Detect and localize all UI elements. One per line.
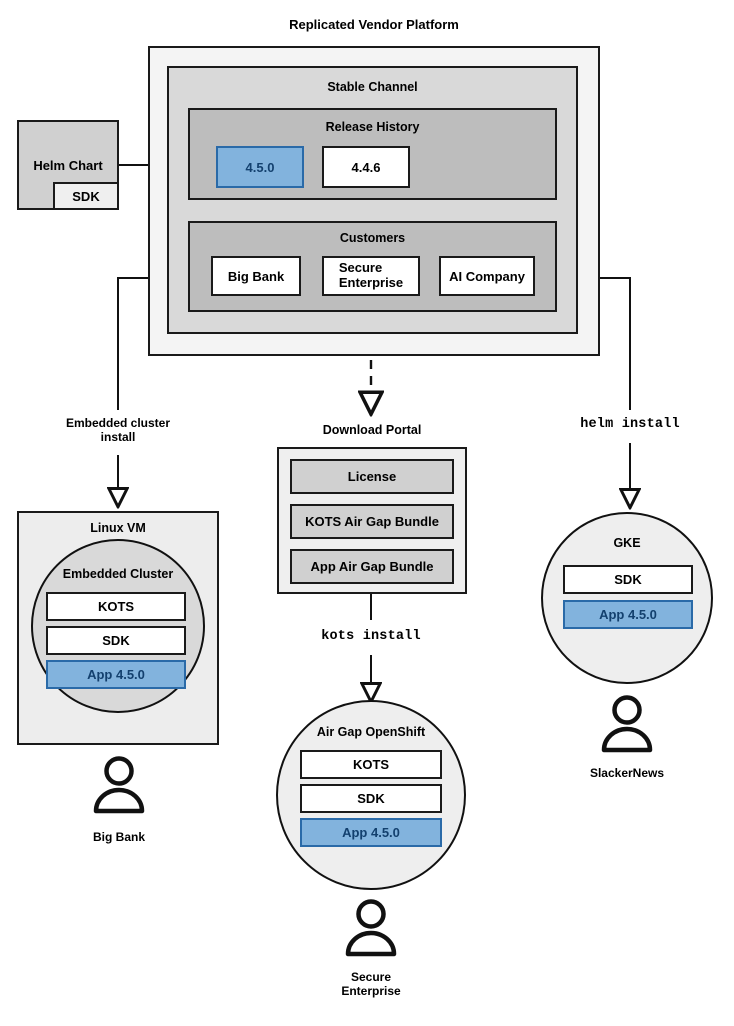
customers-title: Customers xyxy=(339,231,406,245)
edge-label-embedded-install: Embedded cluster install xyxy=(65,416,171,445)
customer-secure-enterprise[interactable]: Secure Enterprise xyxy=(322,256,420,296)
gke-component-sdk[interactable]: SDK xyxy=(563,565,693,594)
openshift-component-app[interactable]: App 4.5.0 xyxy=(300,818,442,847)
actor-icon-big-bank xyxy=(93,756,145,814)
release-history-title: Release History xyxy=(325,120,420,134)
customer-big-bank[interactable]: Big Bank xyxy=(211,256,301,296)
openshift-component-sdk[interactable]: SDK xyxy=(300,784,442,813)
linuxvm-component-kots[interactable]: KOTS xyxy=(46,592,186,621)
edge-label-kots-install: kots install xyxy=(321,629,421,644)
actor-label-slackernews: SlackerNews xyxy=(589,766,665,780)
portal-item-license[interactable]: License xyxy=(290,459,454,494)
release-chip-4-5-0[interactable]: 4.5.0 xyxy=(216,146,304,188)
helm-chart-label: Helm Chart xyxy=(33,158,103,173)
actor-icon-secure-enterprise xyxy=(345,899,397,957)
gke-circle xyxy=(541,512,713,684)
portal-item-kots-air-gap-bundle[interactable]: KOTS Air Gap Bundle xyxy=(290,504,454,539)
gke-component-app[interactable]: App 4.5.0 xyxy=(563,600,693,629)
actor-label-secure-enterprise: Secure Enterprise xyxy=(341,970,401,999)
airgap-openshift-title: Air Gap OpenShift xyxy=(316,725,426,739)
embedded-cluster-title: Embedded Cluster xyxy=(62,567,174,581)
linuxvm-component-sdk[interactable]: SDK xyxy=(46,626,186,655)
actor-icon-slackernews xyxy=(601,695,653,753)
openshift-component-kots[interactable]: KOTS xyxy=(300,750,442,779)
download-portal-title: Download Portal xyxy=(322,423,422,437)
actor-label-big-bank: Big Bank xyxy=(92,830,145,844)
customer-ai-company[interactable]: AI Company xyxy=(439,256,535,296)
edge-label-helm-install: helm install xyxy=(580,417,680,432)
portal-item-app-air-gap-bundle[interactable]: App Air Gap Bundle xyxy=(290,549,454,584)
stable-channel-title: Stable Channel xyxy=(327,80,418,94)
gke-title: GKE xyxy=(613,536,641,550)
release-chip-4-4-6[interactable]: 4.4.6 xyxy=(322,146,410,188)
linux-vm-title: Linux VM xyxy=(90,521,146,535)
linuxvm-component-app[interactable]: App 4.5.0 xyxy=(46,660,186,689)
helm-chart-sdk-box[interactable]: SDK xyxy=(53,182,119,210)
page-title: Replicated Vendor Platform xyxy=(289,17,459,32)
